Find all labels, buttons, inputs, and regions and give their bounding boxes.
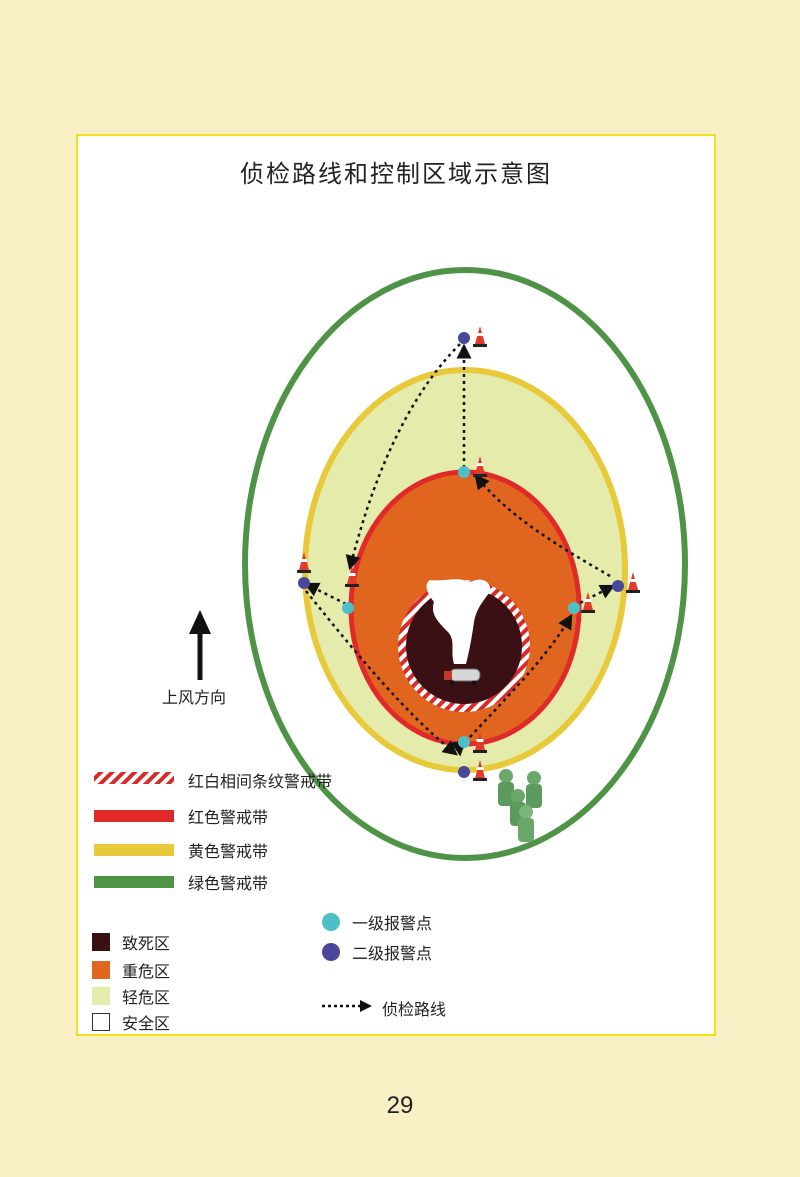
route-segment: [474, 474, 611, 578]
legend-swatch-safe-zone: [92, 1013, 110, 1031]
legend-band-label: 红色警戒带: [188, 808, 269, 827]
upwind-label: 上风方向: [162, 688, 227, 707]
level-1-alarm-point: [342, 602, 354, 614]
route-segment: [345, 343, 461, 571]
legend-route: 侦检路线: [382, 996, 446, 1020]
route-segment: [305, 590, 458, 756]
legend-band-label: 红白相间条纹警戒带: [188, 772, 333, 791]
level-2-alarm-point: [458, 332, 470, 344]
legend-band-red: 红色警戒带: [94, 804, 268, 828]
legend-band-yellow: 黄色警戒带: [94, 838, 268, 862]
legend-zone-severe: 重危区: [92, 958, 170, 982]
legend-swatch-striped-band: [94, 772, 174, 784]
legend-level-2-alarm: 二级报警点: [322, 940, 432, 964]
level-1-alarm-point: [568, 602, 580, 614]
legend-zone-lethal: 致死区: [92, 930, 170, 954]
route-segment: [303, 582, 347, 606]
upwind-arrow-icon: [189, 610, 211, 680]
level-2-alarm-points: [298, 332, 624, 778]
legend-swatch-yellow-band: [94, 844, 174, 856]
legend-zone-light: 轻危区: [92, 984, 170, 1008]
legend-point-label: 一级报警点: [352, 914, 433, 933]
legend-point-label: 二级报警点: [352, 944, 433, 963]
legend-level-1-alarm: 一级报警点: [322, 910, 432, 934]
level-2-alarm-dot-icon: [322, 943, 340, 961]
page-number: 29: [386, 1092, 414, 1119]
legend-route-label: 侦检路线: [382, 1000, 447, 1019]
legend-band-striped: 红白相间条纹警戒带: [94, 768, 332, 792]
level-1-alarm-dot-icon: [322, 913, 340, 931]
legend-band-green: 绿色警戒带: [94, 870, 268, 894]
legend-swatch-green-band: [94, 876, 174, 888]
legend-zone-label: 重危区: [122, 962, 171, 981]
level-1-alarm-point: [458, 736, 470, 748]
legend-swatch-lethal-zone: [92, 933, 110, 951]
legend-zone-label: 轻危区: [122, 988, 171, 1007]
diagram-panel: 侦检路线和控制区域示意图 上风方向 红白相间条纹警戒带 红色警戒带 黄色警戒带 …: [76, 134, 716, 1036]
legend-swatch-light-zone: [92, 987, 110, 1005]
route-legend-arrow-icon: [322, 1000, 372, 1012]
tanker-truck-icon: [444, 668, 481, 686]
legend-zone-safe: 安全区: [92, 1010, 170, 1034]
level-2-alarm-point: [612, 580, 624, 592]
legend-swatch-red-band: [94, 810, 174, 822]
route-segment: [573, 584, 616, 608]
level-2-alarm-point: [298, 577, 310, 589]
legend-band-label: 绿色警戒带: [188, 874, 269, 893]
responders-icon: [498, 769, 542, 842]
legend-zone-label: 致死区: [122, 934, 171, 953]
level-1-alarm-point: [458, 466, 470, 478]
diagram-title: 侦检路线和控制区域示意图: [240, 160, 552, 188]
legend-zone-label: 安全区: [122, 1014, 171, 1033]
level-1-alarm-points: [342, 466, 580, 748]
toxic-plume: [426, 579, 491, 664]
legend-band-label: 黄色警戒带: [188, 842, 269, 861]
route-segment: [469, 613, 573, 738]
level-2-alarm-point: [458, 766, 470, 778]
legend-swatch-severe-zone: [92, 961, 110, 979]
control-zone-diagram: [94, 267, 688, 1012]
detection-route: [303, 343, 616, 757]
